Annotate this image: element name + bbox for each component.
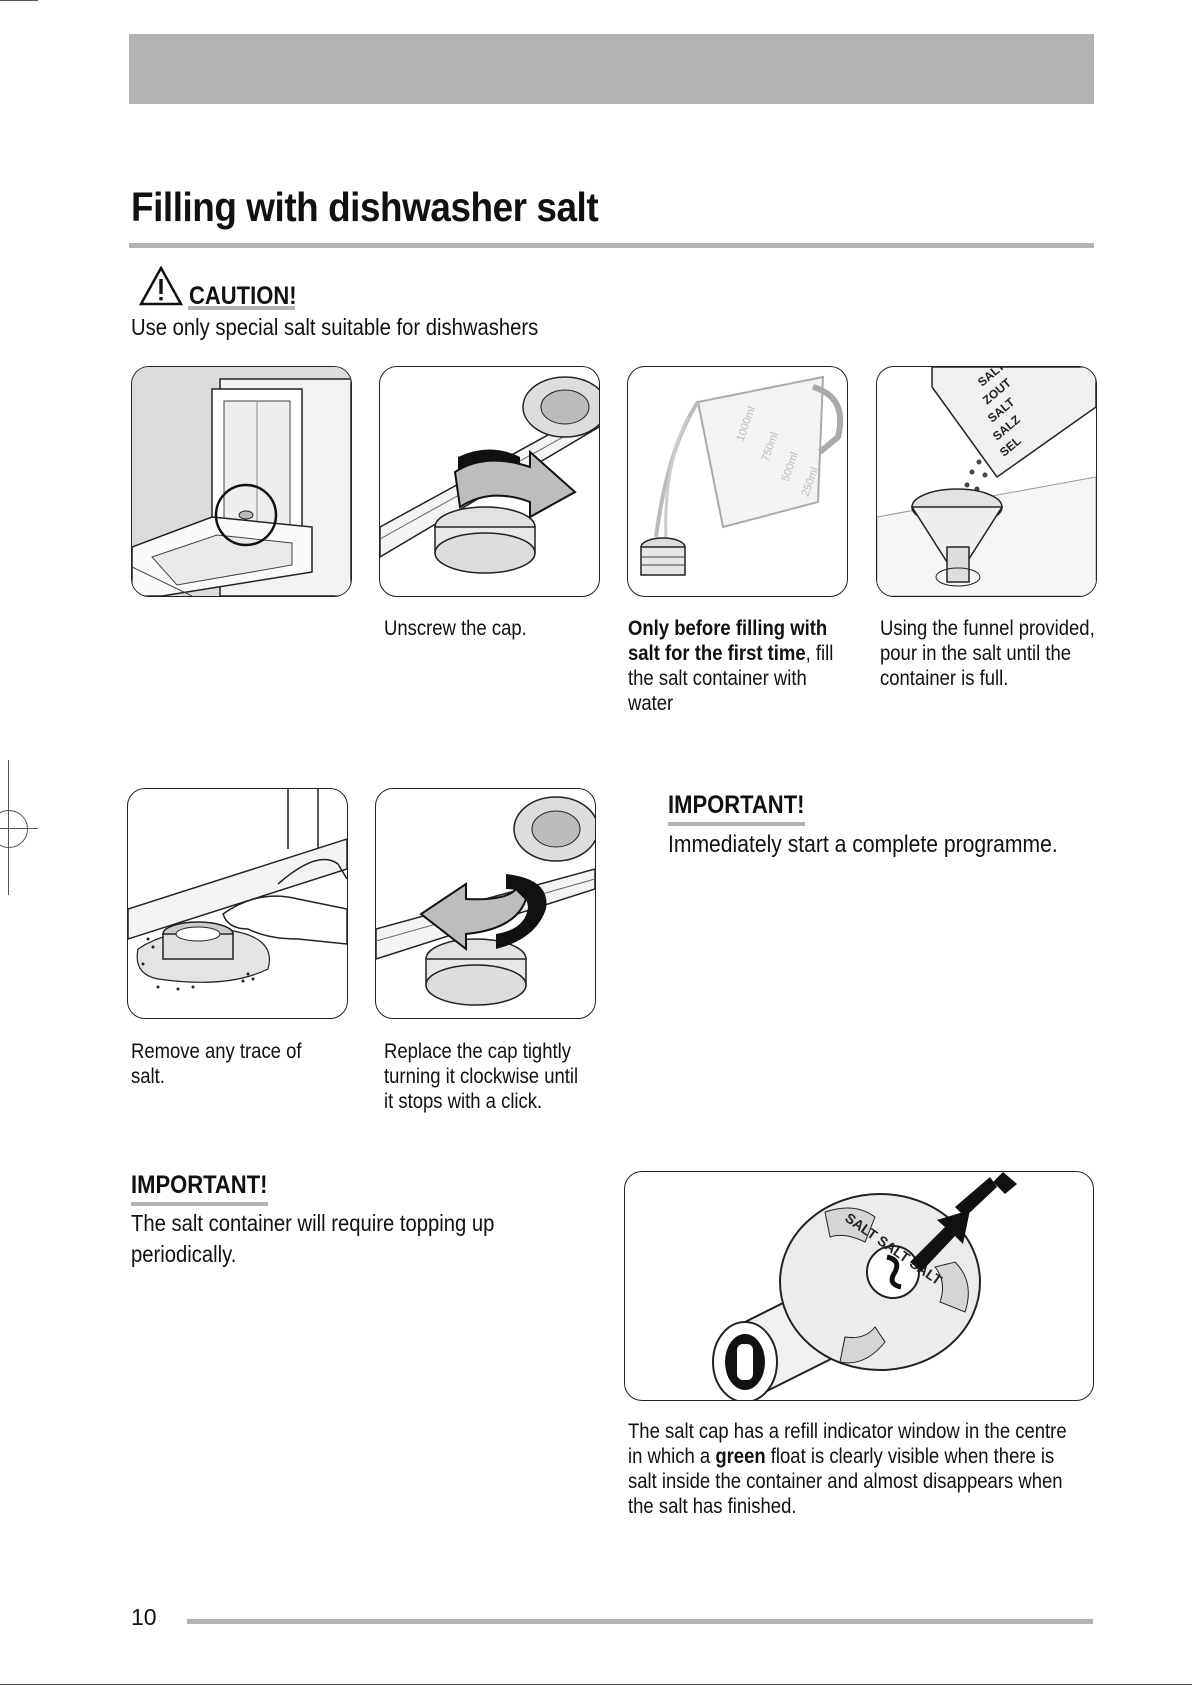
crop-mark [0, 0, 38, 1]
important-underline-2 [131, 1202, 268, 1206]
step-caption-first-fill: Only before filling with salt for the fi… [628, 616, 839, 716]
caution-label: CAUTION! [189, 282, 297, 310]
replace-cap-illustration [375, 788, 596, 1019]
remove-salt-illustration [127, 788, 348, 1019]
step-caption-remove-salt: Remove any trace of salt. [131, 1040, 302, 1088]
page-number: 10 [131, 1604, 157, 1630]
important-label-1: IMPORTANT! [668, 791, 805, 819]
indicator-caption-green: green [715, 1445, 766, 1468]
important-text-1: Immediately start a complete programme. [668, 831, 1058, 858]
title-rule [129, 243, 1094, 248]
first-fill-rest: , fill the salt container with water [628, 642, 834, 715]
unscrew-cap-illustration [379, 366, 600, 597]
indicator-caption-start: The salt cap has a refill indicator wind… [628, 1420, 1067, 1468]
crop-circle [0, 810, 28, 848]
indicator-caption-end: float is clearly visible when there is s… [628, 1445, 1063, 1518]
footer-rule [187, 1619, 1093, 1624]
important-label-2: IMPORTANT! [131, 1171, 268, 1199]
refill-indicator-illustration: SALT SALT SALT [624, 1171, 1094, 1401]
caution-underline [188, 306, 295, 310]
dishwasher-open-illustration [131, 366, 352, 597]
important-underline-1 [668, 822, 805, 826]
step-caption-replace-cap: Replace the cap tightly turning it clock… [384, 1040, 579, 1113]
indicator-caption: The salt cap has a refill indicator wind… [628, 1419, 1086, 1519]
important-text-2: The salt container will require topping … [131, 1210, 495, 1267]
caution-text: Use only special salt suitable for dishw… [131, 314, 539, 340]
funnel-salt-illustration: SALT ZOUT SALT SALZ SEL [876, 366, 1097, 597]
caution-heading: CAUTION! [138, 265, 311, 311]
first-fill-emphasis: Only before filling with salt for the fi… [628, 617, 828, 665]
header-bar [129, 34, 1094, 104]
pour-water-illustration: 1000ml 750ml 500ml 250ml [627, 366, 848, 597]
page-title: Filling with dishwasher salt [131, 184, 599, 230]
warning-triangle-icon [138, 265, 184, 311]
step-caption-unscrew: Unscrew the cap. [384, 617, 527, 640]
step-caption-funnel: Using the funnel provided, pour in the s… [880, 617, 1095, 690]
